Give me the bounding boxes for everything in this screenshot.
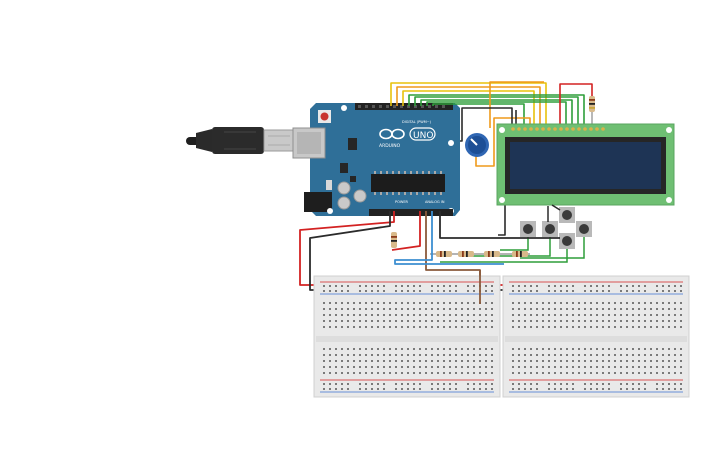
pushbutton-5 (559, 233, 575, 249)
power-header-label: POWER (395, 200, 409, 204)
pushbutton-4 (576, 221, 592, 237)
pushbutton-1 (520, 221, 536, 237)
arduino-logo-icon (379, 128, 405, 140)
pushbutton-3 (559, 207, 575, 223)
digital-header-label: DIGITAL (PWM~) (402, 120, 432, 124)
resistor-1 (436, 251, 452, 257)
resistor-2 (458, 251, 474, 257)
breadboard-right[interactable] (502, 275, 690, 398)
potentiometer[interactable] (465, 133, 489, 157)
resistor-3 (484, 251, 500, 257)
breadboard-holes (323, 285, 682, 390)
lcd-backlight-resistor[interactable] (589, 96, 595, 128)
pushbutton-2 (542, 221, 558, 237)
resistor-5 (391, 232, 397, 248)
arduino-brand-text: ARDUINO (379, 143, 401, 149)
resistor-4 (512, 251, 528, 257)
lcd-16x2-display[interactable] (496, 123, 675, 206)
lcd-data-wires[interactable] (390, 81, 593, 236)
analog-header-label: ANALOG IN (425, 200, 445, 204)
resistor-ladder[interactable] (391, 232, 530, 257)
arduino-model-text: UNO (413, 131, 433, 141)
breadboard-left[interactable] (313, 275, 501, 398)
arduino-uno-board[interactable]: ARDUINO UNO DIGITAL (PWM~) POWER ANALOG … (292, 103, 460, 216)
usb-cable[interactable] (186, 127, 295, 154)
pushbutton-group[interactable] (520, 207, 592, 249)
